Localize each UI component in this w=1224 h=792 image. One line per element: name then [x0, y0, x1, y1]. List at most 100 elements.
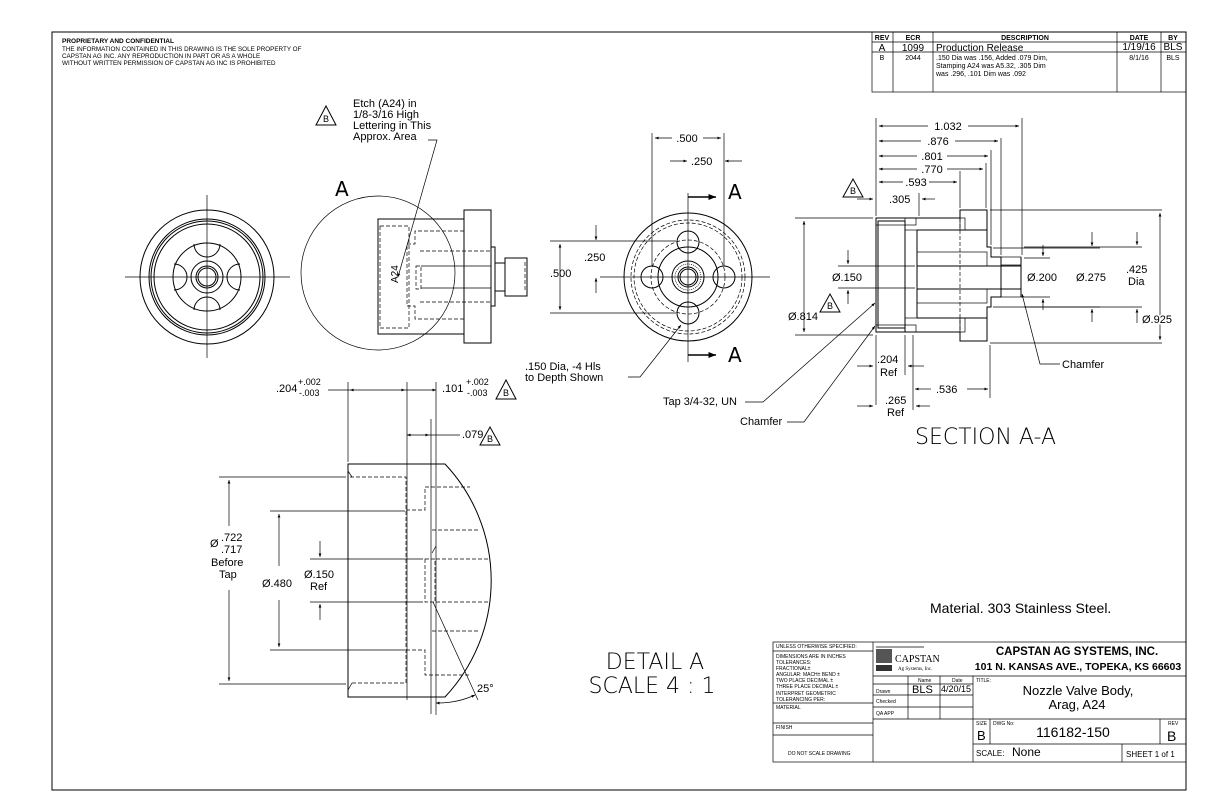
detail-scale: SCALE 4 : 1	[589, 674, 716, 699]
svg-text:CAPSTAN: CAPSTAN	[895, 654, 940, 665]
dim-dia-722-lower: .717	[221, 544, 242, 556]
notice-heading: PROPRIETARY AND CONFIDENTIAL	[62, 38, 174, 45]
date-header: DATE	[1130, 35, 1149, 42]
svg-text:TITLE:: TITLE:	[976, 678, 991, 684]
dim-536: .536	[936, 384, 957, 396]
rev-b-flag-icon	[479, 425, 501, 446]
svg-text:Ag Systems, Inc.: Ag Systems, Inc.	[898, 667, 932, 672]
dim-500-horizontal: .500	[676, 133, 697, 145]
rev-b-flag-icon	[842, 177, 864, 198]
date-cell: 8/1/16	[1129, 55, 1149, 62]
dim-1032: 1.032	[934, 121, 962, 133]
dim-265-ref-label: Ref	[887, 407, 905, 419]
drawn-by: BLS	[912, 684, 933, 696]
dim-dia-722-symbol: Ø	[210, 538, 219, 550]
detail-title: DETAIL A	[606, 650, 704, 675]
revision-row: A 1099 Production Release 1/19/16 BLS	[879, 42, 1183, 54]
svg-text:SIZE: SIZE	[976, 721, 988, 727]
by-cell: BLS	[1164, 42, 1183, 53]
hole-note: .150 Dia, -4 Hls	[525, 361, 601, 373]
material-label: MATERIAL	[776, 705, 801, 711]
hole-note: to Depth Shown	[525, 372, 603, 384]
dim-dia-722-note: Tap	[219, 569, 237, 581]
dim-dia-275: Ø.275	[1076, 272, 1106, 284]
description-header: DESCRIPTION	[1001, 35, 1049, 42]
dim-250-horizontal: .250	[691, 156, 712, 168]
front-view: .500 .250 .500 .250 A A .150 Dia, -4 Hls…	[525, 133, 876, 428]
dim-204-upper-tol: +.002	[298, 377, 321, 387]
detail-label: A	[335, 177, 349, 201]
dim-dia-425-label: Dia	[1128, 276, 1145, 288]
end-view	[125, 195, 290, 358]
svg-text:Etch (A24) in: Etch (A24) in	[353, 98, 417, 110]
dim-204-ref-label: Ref	[880, 367, 898, 379]
dim-250-vertical: .250	[584, 252, 605, 264]
etch-note: B Etch (A24) in 1/8-3/16 High Lettering …	[315, 98, 432, 143]
dim-dia-200: Ø.200	[1027, 272, 1057, 284]
rev-header: REV	[875, 35, 890, 42]
by-header: BY	[1168, 35, 1178, 42]
dim-dia-722-upper: .722	[221, 532, 242, 544]
svg-text:INTERPRET GEOMETRIC: INTERPRET GEOMETRIC	[776, 691, 836, 697]
drawing-title: Nozzle Valve Body,	[1023, 683, 1134, 698]
dim-dia-150-ref: Ø.150	[304, 569, 334, 581]
dim-101: .101	[442, 383, 463, 395]
dim-500-vertical: .500	[550, 268, 571, 280]
by-cell: BLS	[1166, 55, 1180, 62]
dim-265-ref: .265	[885, 395, 906, 407]
dim-770: .770	[921, 164, 942, 176]
section-arrow-label-bottom: A	[728, 343, 742, 367]
revision-table: REV ECR DESCRIPTION DATE BY A 1099 Produ…	[871, 31, 1187, 93]
svg-text:SCALE:: SCALE:	[976, 749, 1004, 758]
dim-dia-150-ref-label: Ref	[310, 581, 328, 593]
svg-text:THREE PLACE DECIMAL ±: THREE PLACE DECIMAL ±	[776, 684, 839, 690]
rev-cell: A	[879, 43, 886, 54]
notice-line: WITHOUT WRITTEN PERMISSION OF CAPSTAN AG…	[62, 60, 276, 67]
svg-text:B: B	[487, 434, 493, 444]
capstan-logo: CAPSTAN Ag Systems, Inc.	[876, 646, 940, 672]
sheet-size: B	[977, 728, 986, 743]
svg-text:Date: Date	[952, 678, 963, 684]
company-name: CAPSTAN AG SYSTEMS, INC.	[996, 646, 1158, 658]
finish-label: FINISH	[776, 725, 793, 731]
dim-101-lower-tol: -.003	[467, 388, 488, 398]
sheet-count: SHEET 1 of 1	[1126, 750, 1175, 759]
svg-text:UNLESS OTHERWISE SPECIFIED:: UNLESS OTHERWISE SPECIFIED:	[776, 644, 857, 650]
confidential-notice: PROPRIETARY AND CONFIDENTIAL THE INFORMA…	[62, 38, 302, 67]
svg-text:TWO PLACE DECIMAL ±: TWO PLACE DECIMAL ±	[776, 678, 833, 684]
ecr-header: ECR	[906, 35, 921, 42]
dim-dia-814: Ø.814	[788, 311, 818, 323]
drawing-title: Arag, A24	[1048, 697, 1105, 712]
description-cell: Stamping A24 was A5.32, .305 Dim	[936, 63, 1046, 70]
title-block: UNLESS OTHERWISE SPECIFIED: DIMENSIONS A…	[772, 641, 1187, 763]
section-arrow-label-top: A	[728, 180, 742, 204]
side-view: A A24	[300, 139, 528, 351]
company-address: 101 N. KANSAS AVE., TOPEKA, KS 66603	[975, 661, 1182, 673]
svg-text:Lettering in This: Lettering in This	[353, 120, 432, 132]
svg-text:B: B	[827, 301, 833, 311]
description-cell: was .296, .101 Dim was .092	[935, 71, 1026, 78]
svg-text:DIMENSIONS ARE IN INCHES: DIMENSIONS ARE IN INCHES	[776, 654, 846, 660]
rev-cell: B	[880, 55, 885, 62]
notice-line: CAPSTAN AG INC. ANY REPRODUCTION IN PART…	[62, 53, 260, 60]
stamp-text: A24	[390, 265, 401, 283]
svg-text:ANGULAR: MACH± BEND ±: ANGULAR: MACH± BEND ±	[776, 672, 840, 678]
section-title: SECTION A-A	[915, 425, 1056, 450]
ecr-cell: 2044	[905, 55, 921, 62]
tap-note: Tap 3/4-32, UN	[663, 396, 737, 408]
dim-204: .204	[276, 383, 297, 395]
dim-dia-150: Ø.150	[832, 272, 862, 284]
svg-text:Checked: Checked	[876, 699, 896, 705]
rev-b-flag-icon	[495, 378, 517, 400]
svg-text:QA APP: QA APP	[876, 711, 895, 717]
description-cell: .150 Dia was .156, Added .079 Dim,	[936, 55, 1048, 62]
dim-204-ref: .204	[877, 354, 898, 366]
dim-dia-722-note: Before	[211, 557, 243, 569]
detail-view: 25° .204 +.002 -.003 .101 +.002 -.003 B …	[210, 377, 715, 715]
drawing-number: 116182-150	[1036, 724, 1110, 740]
dim-204-lower-tol: -.003	[299, 388, 320, 398]
svg-text:B: B	[503, 388, 509, 398]
detail-circle	[300, 195, 456, 351]
svg-text:REV: REV	[1168, 721, 1179, 727]
